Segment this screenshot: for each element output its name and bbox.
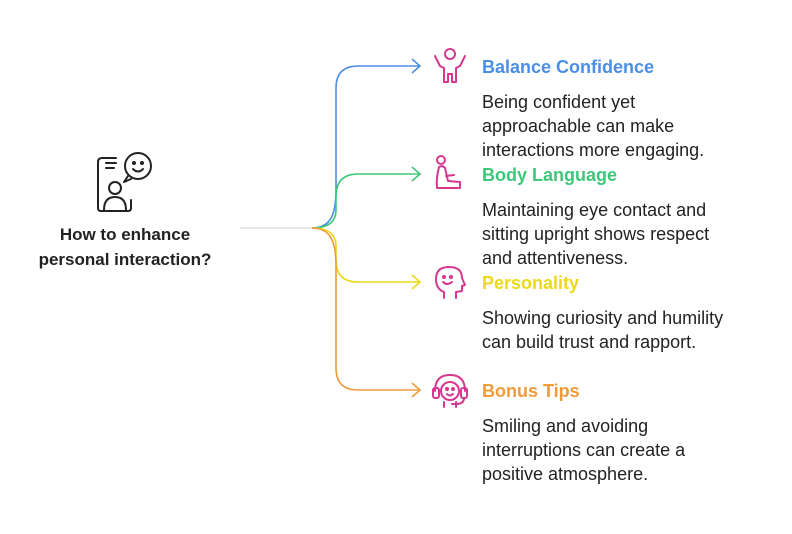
root-question-label: How to enhance personal interaction? [20,222,230,272]
desc-line: Smiling and avoiding [482,416,649,436]
arrow-balance-confidence [411,58,422,74]
root-label-line: How to enhance [59,225,191,244]
headset-support-icon [432,374,468,408]
desc-line: positive atmosphere. [482,464,649,484]
branch-desc-bonus-tips: Smiling and avoiding interruptions can c… [482,414,782,486]
branch-title-bonus-tips: Bonus Tips [482,381,580,401]
root-label-line: personal interaction? [38,250,212,269]
desc-line: interactions more engaging. [482,140,705,160]
branch-title-personality: Personality [482,273,580,293]
person-sitting-icon [435,155,461,189]
connector-balance-confidence [311,65,420,229]
branch-desc-personality: Showing curiosity and humility can build… [482,306,782,354]
branch-title-balance-confidence: Balance Confidence [482,57,655,77]
arrow-personality [411,274,422,290]
connector-bonus-tips [311,227,420,391]
branch-desc-balance-confidence: Being confident yet approachable can mak… [482,90,782,162]
arrow-body-language [411,166,422,182]
connector-personality [311,227,420,283]
branch-desc-body-language: Maintaining eye contact and sitting upri… [482,198,782,270]
smiling-head-icon [435,266,466,299]
desc-line: Showing curiosity and humility [482,308,724,328]
branch-title-body-language: Body Language [482,165,618,185]
desc-line: Maintaining eye contact and [482,200,707,220]
desc-line: can build trust and rapport. [482,332,697,352]
desc-line: Being confident yet [482,92,636,112]
desc-line: and attentiveness. [482,248,629,268]
person-arms-raised-icon [434,48,466,83]
desc-line: sitting upright shows respect [482,224,710,244]
desc-line: approachable can make [482,116,675,136]
arrow-bonus-tips [411,382,422,398]
desc-line: interruptions can create a [482,440,686,460]
chat-person-smiley-icon [97,152,152,212]
connector-body-language [311,173,420,229]
